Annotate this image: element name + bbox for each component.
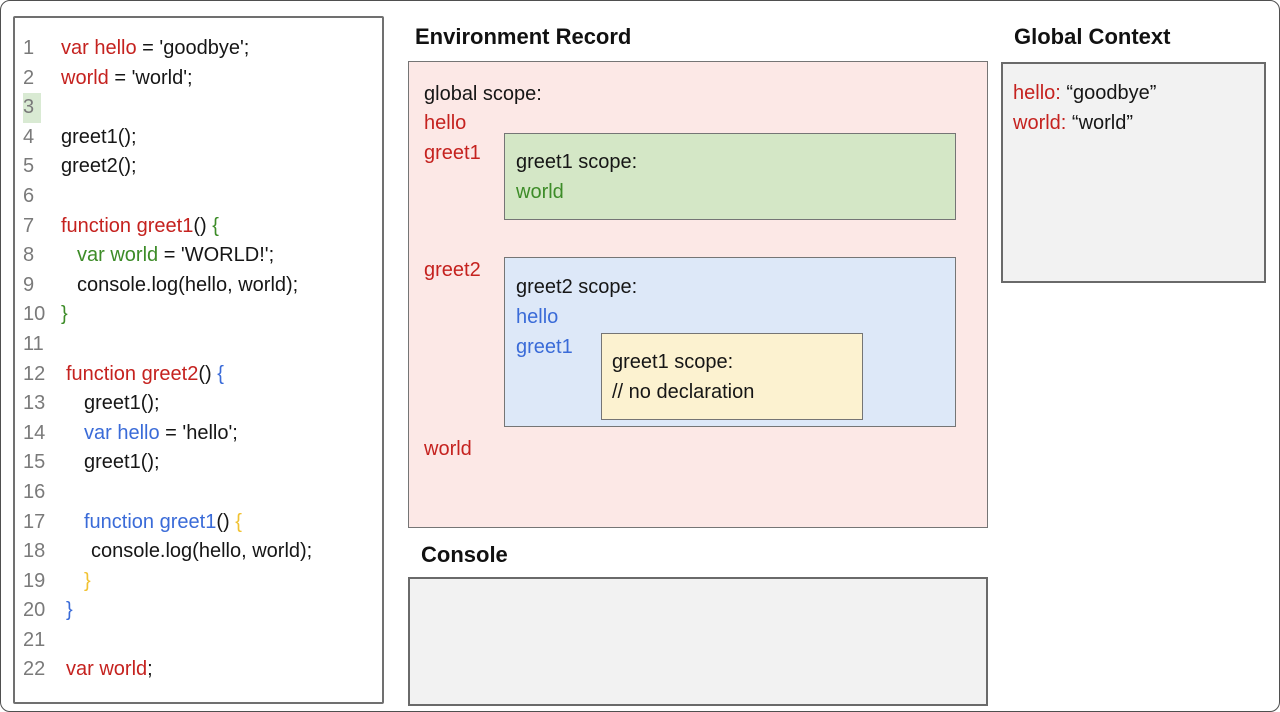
code-line: 19} (15, 567, 382, 597)
line-number: 3 (23, 93, 61, 123)
code-line: 22 var world; (15, 655, 382, 685)
line-number: 20 (23, 599, 46, 622)
code-text: function greet2() { (66, 362, 224, 385)
code-line: 21 (15, 626, 382, 656)
code-text: greet2(); (61, 155, 137, 178)
code-line: 1 var hello = 'goodbye'; (15, 34, 382, 64)
code-line: 11 (15, 330, 382, 360)
global-context-key-hello: hello: (1013, 82, 1061, 104)
code-line: 9 console.log(hello, world); (15, 271, 382, 301)
code-text: greet1(); (61, 125, 137, 148)
greet1-inner-scope-label: greet1 scope: (612, 351, 734, 373)
code-line: 4 greet1(); (15, 123, 382, 153)
line-number: 7 (23, 214, 35, 237)
global-var-greet1: greet1 (424, 142, 481, 164)
code-line: 2 world = 'world'; (15, 64, 382, 94)
line-number: 17 (23, 510, 46, 533)
line-number: 16 (23, 480, 46, 503)
code-text: world = 'world'; (61, 66, 193, 89)
code-line: 17 function greet1() { (15, 508, 382, 538)
code-line: 14 var hello = 'hello'; (15, 419, 382, 449)
code-text: var hello = 'goodbye'; (61, 37, 250, 59)
global-context-title: Global Context (1014, 24, 1171, 49)
code-line: 8 var world = 'WORLD!'; (15, 241, 382, 271)
code-text: console.log(hello, world); (91, 540, 313, 563)
code-line: 7 function greet1() { (15, 212, 382, 242)
global-var-greet2: greet2 (424, 259, 481, 281)
line-number: 14 (23, 421, 46, 444)
code-text: var world; (66, 658, 153, 681)
code-line: 13 greet1(); (15, 389, 382, 419)
line-number: 22 (23, 658, 46, 681)
global-context-entry: hello: “goodbye” (1013, 78, 1264, 108)
global-context-value-world: “world” (1071, 112, 1134, 134)
line-number: 6 (23, 184, 35, 207)
greet1-inner-scope-box: greet1 scope: // no declaration (601, 333, 863, 420)
global-context-key-world: world: (1013, 112, 1067, 134)
code-line: 3 (15, 93, 382, 123)
code-line: 18 console.log(hello, world); (15, 537, 382, 567)
greet1-scope-box: greet1 scope: world (504, 133, 956, 220)
code-text: console.log(hello, world); (77, 273, 299, 296)
code-panel: 1 var hello = 'goodbye'; 2 world = 'world';… (13, 16, 384, 704)
global-var-hello: hello (424, 112, 467, 134)
line-number: 1 (23, 37, 35, 59)
greet2-scope-var-greet1: greet1 (516, 336, 573, 358)
console-output-box (408, 577, 988, 706)
code-line: 5 greet2(); (15, 152, 382, 182)
global-var-world: world (424, 438, 472, 460)
line-number: 8 (23, 244, 35, 267)
code-line: 12 function greet2() { (15, 360, 382, 390)
line-number: 10 (23, 303, 46, 326)
line-number: 12 (23, 362, 46, 385)
greet1-inner-scope-comment: // no declaration (612, 381, 755, 403)
code-text: var world = 'WORLD!'; (77, 244, 275, 267)
code-text: function greet1() { (61, 214, 219, 237)
line-number: 4 (23, 125, 35, 148)
line-number: 9 (23, 273, 35, 296)
global-context-value-goodbye: “goodbye” (1066, 82, 1157, 104)
line-number: 11 (23, 332, 44, 355)
code-line: 20} (15, 596, 382, 626)
global-context-entry: world: “world” (1013, 108, 1264, 138)
code-line: 10} (15, 300, 382, 330)
console-title: Console (421, 542, 508, 567)
code-text: greet1(); (84, 451, 160, 474)
code-line: 16 (15, 478, 382, 508)
greet2-scope-var-hello: hello (516, 306, 559, 328)
code-text: } (84, 569, 91, 592)
greet2-scope-label: greet2 scope: (516, 276, 638, 298)
code-text: function greet1() { (84, 510, 242, 533)
global-context-box: hello: “goodbye” world: “world” (1001, 62, 1266, 283)
greet1-scope-label: greet1 scope: (516, 151, 638, 173)
code-line: 6 (15, 182, 382, 212)
line-number: 2 (23, 66, 35, 89)
line-number: 21 (23, 628, 46, 651)
global-scope-label: global scope: (424, 83, 542, 105)
code-text: var hello = 'hello'; (84, 421, 238, 444)
line-number: 15 (23, 451, 46, 474)
line-number: 19 (23, 569, 46, 592)
line-number: 13 (23, 392, 46, 415)
greet1-scope-var-world: world (516, 181, 564, 203)
line-number: 5 (23, 155, 35, 178)
line-number: 18 (23, 540, 46, 563)
code-line: 15 greet1(); (15, 448, 382, 478)
code-text: } (66, 599, 73, 622)
code-text: } (61, 303, 68, 326)
global-scope-box: global scope: hello greet1 greet2 world … (408, 61, 988, 528)
environment-record-title: Environment Record (415, 24, 632, 49)
code-text: greet1(); (84, 392, 160, 415)
greet2-scope-box: greet2 scope: hello greet1 greet1 scope:… (504, 257, 956, 427)
